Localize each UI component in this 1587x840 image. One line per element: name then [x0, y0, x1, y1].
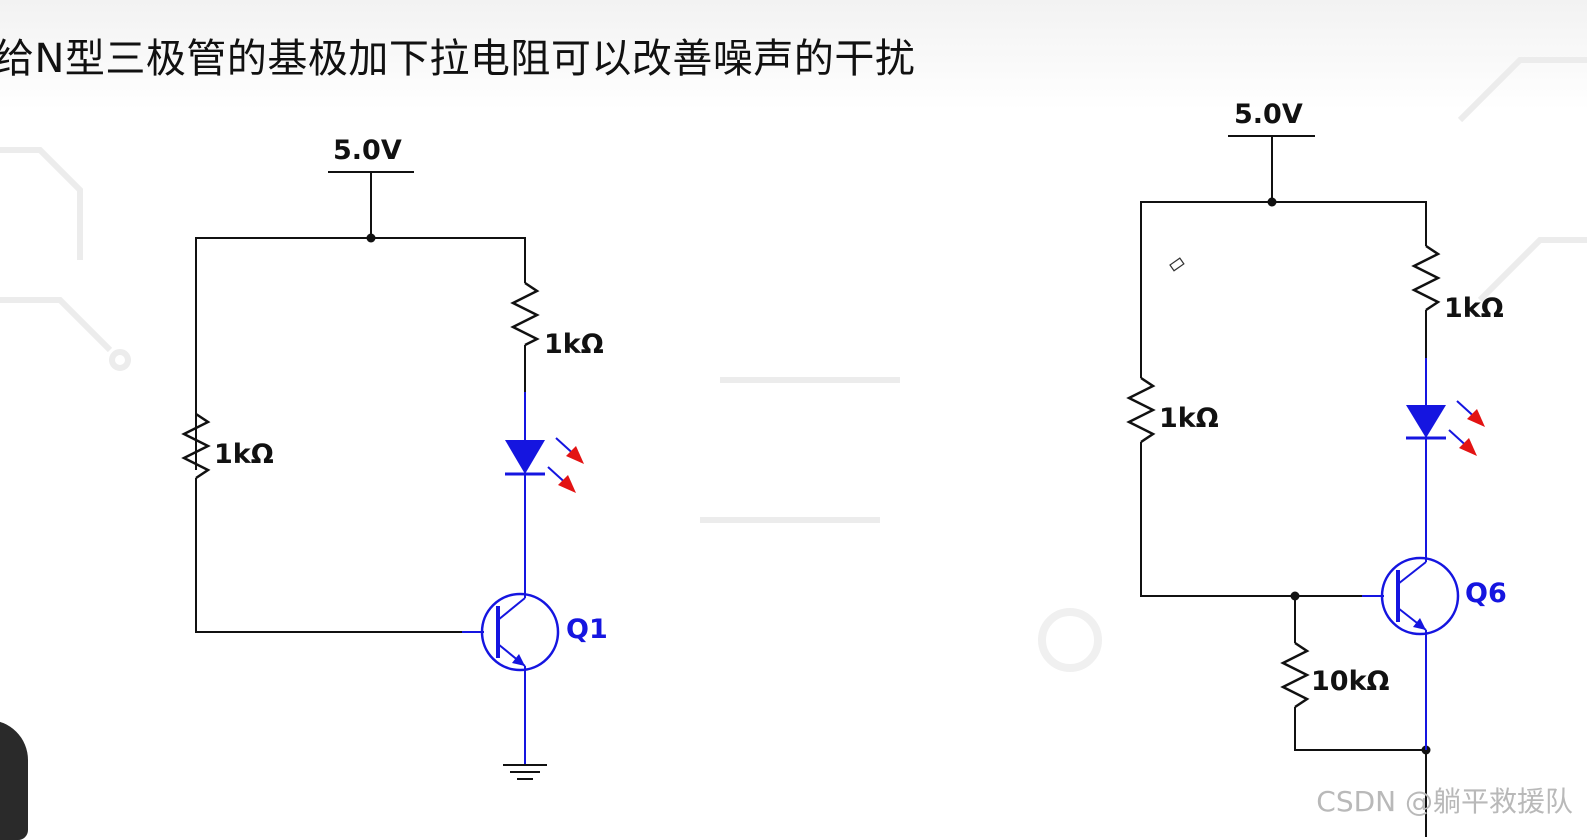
collector-resistor-label: 1kΩ: [1444, 293, 1504, 324]
circuit-right: 5.0V 1kΩ 1kΩ 10kΩ: [1126, 99, 1507, 837]
watermark: CSDN @躺平救援队: [1316, 785, 1573, 818]
collector-resistor: [510, 281, 540, 347]
background-circuit-pattern: [0, 57, 1587, 672]
ground-icon: [503, 764, 547, 780]
base-resistor: [181, 412, 211, 480]
supply-voltage-label: 5.0V: [333, 135, 402, 166]
top-rail-wire: [1140, 201, 1427, 378]
top-rail-wire: [195, 237, 526, 470]
base-resistor-label: 1kΩ: [1159, 403, 1219, 434]
led-icon: [1406, 358, 1485, 556]
base-wire: [195, 478, 462, 633]
pulldown-wire: [1294, 707, 1426, 751]
supply-voltage-label: 5.0V: [1234, 99, 1303, 130]
cursor-icon: [1169, 257, 1185, 272]
pulldown-resistor: [1280, 641, 1310, 709]
pulldown-resistor-label: 10kΩ: [1311, 666, 1390, 697]
base-resistor: [1126, 376, 1156, 444]
led-icon: [505, 392, 584, 590]
base-resistor-label: 1kΩ: [214, 439, 274, 470]
collector-resistor-label: 1kΩ: [544, 329, 604, 360]
npn-transistor-icon: [1362, 556, 1460, 750]
circuit-left: 5.0V 1kΩ 1kΩ: [181, 135, 608, 780]
npn-transistor-icon: [462, 590, 560, 765]
base-wire: [1140, 442, 1362, 597]
slide-title: 给N型三极管的基极加下拉电阻可以改善噪声的干扰: [0, 36, 916, 82]
collector-resistor: [1411, 244, 1441, 312]
transistor-label: Q6: [1465, 578, 1507, 609]
transistor-label: Q1: [566, 614, 608, 645]
